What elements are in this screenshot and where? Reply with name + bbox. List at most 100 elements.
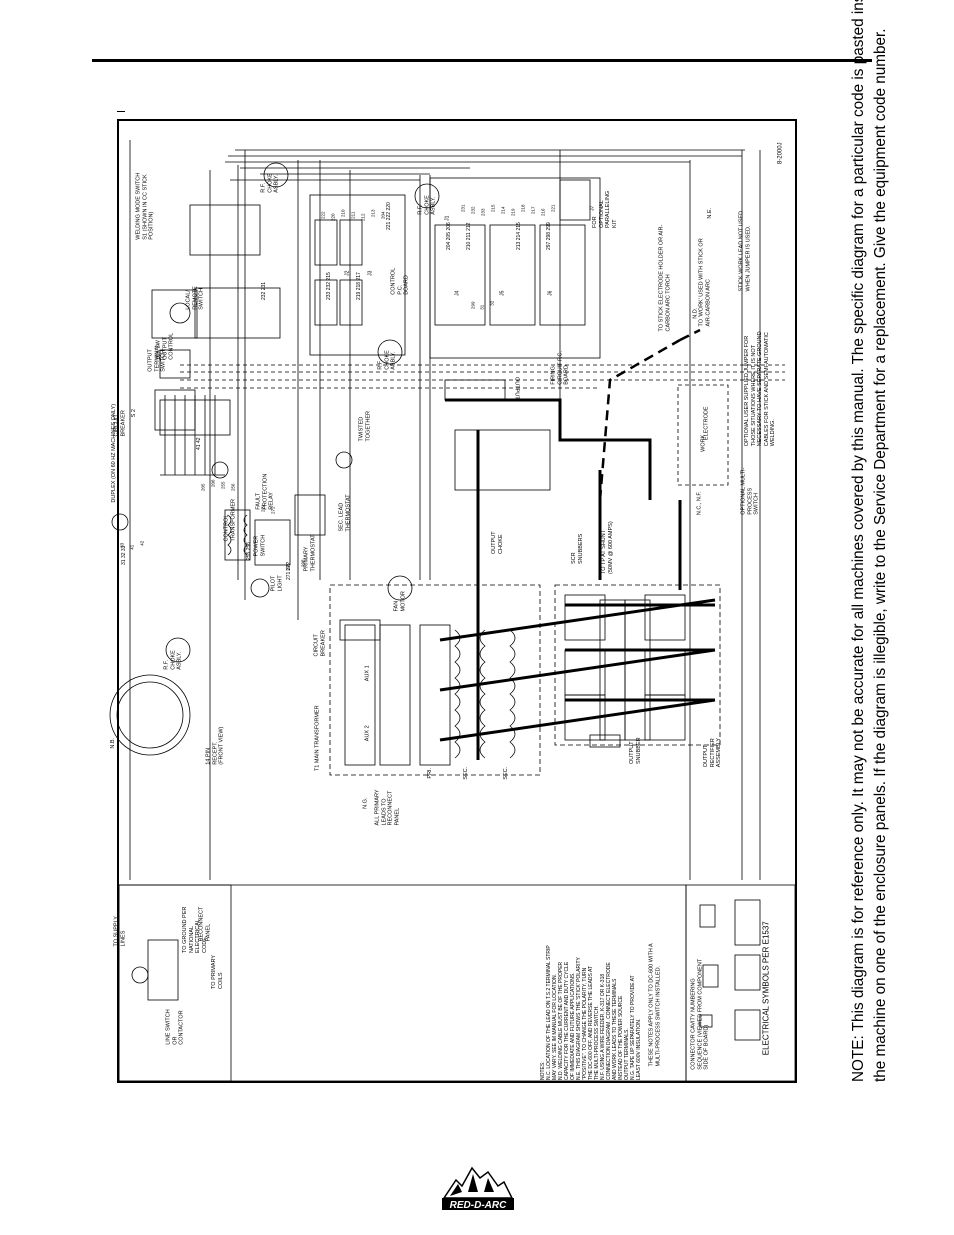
label-code: 8-2000J	[777, 142, 784, 165]
logo-text: RED-D-ARC	[450, 1200, 507, 1211]
label-aux2: AUX 2	[364, 725, 371, 742]
label-duplex: DUPLEX (ON 60 HZ MACHINES ONLY)	[111, 403, 118, 503]
wire-number: 219	[510, 208, 516, 217]
wire-number: 232	[470, 206, 476, 215]
wire-number: 206	[210, 479, 216, 488]
label-output-rectifier: OUTPUT RECTIFIER ASSEMBLY	[702, 738, 722, 768]
label-fan-motor: FAN MOTOR	[393, 591, 407, 612]
red-d-arc-logo: RED-D-ARC	[440, 1162, 516, 1214]
wire-number: 298	[300, 559, 306, 568]
wire-number: 272	[270, 506, 276, 515]
wire-number: 32	[489, 300, 495, 306]
logo-mountain-icon: RED-D-ARC	[442, 1166, 514, 1211]
svg-text:41 42: 41 42	[196, 437, 202, 450]
svg-text:255 256: 255 256	[246, 542, 252, 560]
label-ne: N.E.	[707, 207, 714, 219]
label-nd: N.D.	[692, 307, 699, 319]
label-s2: S 2	[130, 409, 137, 418]
connector-label: J1	[444, 215, 451, 221]
label-to-stick: TO STICK ELECTRODE HOLDER OR AIR-CARBON …	[658, 224, 672, 332]
notes-rot: NOTES:N.C. LOCATION OF THE LEAD ON T.S.2…	[540, 900, 642, 1080]
wire-number: 42	[139, 540, 145, 546]
label-twisted: TWISTED TOGETHER	[358, 411, 372, 442]
svg-text:233 232 215: 233 232 215	[326, 272, 332, 300]
label-rf-choke-top: R.F. CHOKE ASBLY.	[260, 173, 280, 193]
label-control-transformer: CONTROL TRANSFORMER	[223, 499, 237, 542]
label-scr-snubbers: SCR SNUBBERS	[571, 533, 584, 564]
label-line-switch: LINE SWITCH OR CONTACTOR	[165, 1009, 185, 1045]
svg-text:232 231: 232 231	[261, 282, 267, 300]
diagram-frame	[117, 119, 797, 1083]
wire-number: 210	[340, 209, 346, 218]
svg-text:31 32 33: 31 32 33	[121, 545, 127, 565]
label-sec1: SEC.	[463, 766, 470, 780]
label-output-snubber: OUTPUT SNUBBER	[629, 737, 642, 764]
label-power-switch: POWER SWITCH	[253, 534, 267, 557]
wire-number: 31	[479, 304, 485, 310]
wire-number: 220	[330, 213, 336, 222]
label-pri: PRI.	[427, 767, 434, 779]
wire-number: 299	[470, 301, 476, 310]
label-to-work: TO 'WORK' USED WITH STICK OR AIR-CARBON …	[698, 238, 712, 327]
wire-number: 297	[285, 563, 291, 572]
top-rule	[92, 59, 872, 62]
label-local-remote: LOCAL/ REMOTE SWITCH	[185, 286, 205, 310]
label-t1-main: T1 MAIN TRANSFORMER	[314, 705, 321, 772]
wire-number: 271	[260, 504, 266, 513]
svg-text:210 211 212: 210 211 212	[466, 222, 472, 250]
label-control-10k: 10K 2W OUTPUT CONTROL	[155, 332, 175, 360]
wire-number: 204	[380, 211, 386, 220]
wire-number: 256	[230, 483, 236, 492]
connector-label: J5	[499, 290, 506, 296]
connector-label: J7	[589, 205, 596, 211]
wire-number: 255	[220, 481, 226, 490]
label-rf-choke-mid: R.F. CHOKE ASBLY.	[417, 195, 437, 215]
svg-text:204 205 206: 204 205 206	[446, 222, 452, 250]
label-sec2: SEC.	[503, 766, 510, 780]
svg-text:297 298 299: 297 298 299	[546, 222, 552, 250]
reference-note-line-1: NOTE: This diagram is for reference only…	[850, 0, 867, 1082]
note-line: LEAST 600V INSULATION.	[636, 1018, 642, 1080]
label-reconnect-panel: RECONNECT PANEL	[198, 906, 212, 942]
label-paralleling-kit: FOR OPTIONAL PARALLELING KIT	[592, 190, 618, 228]
svg-text:213 214 215: 213 214 215	[516, 222, 522, 250]
label-receptacle: 14 PIN RECEPT. (FRONT VIEW)	[205, 726, 225, 765]
svg-text:271 272: 271 272	[286, 562, 292, 580]
wire-number: 211	[350, 211, 356, 219]
label-nb: N.B.	[110, 737, 117, 749]
label-all-primary: ALL PRIMARY LEADS TO RECONNECT PANEL	[374, 789, 401, 826]
label-work: WORK	[700, 434, 707, 452]
notes-list: NOTES:N.C. LOCATION OF THE LEAD ON T.S.2…	[540, 900, 642, 1080]
label-to-primary-coils: TO PRIMARY COILS	[211, 955, 224, 989]
wire-number: 212	[360, 213, 366, 222]
svg-text:221 222 220: 221 222 220	[386, 202, 392, 230]
wire-number: 221	[550, 204, 556, 213]
connector-label: J4	[454, 290, 461, 296]
label-shunt: TO TP AT SHUNT (50MV @ 600 AMPS)	[601, 521, 614, 574]
wire-number: 213	[370, 209, 376, 218]
wire-number: 215	[490, 204, 496, 213]
wire-number: 216	[540, 208, 546, 217]
label-sec-lead-thermostat: SEC. LEAD THERMOSTAT	[338, 494, 352, 532]
label-control-board: CONTROL P.C. BOARD	[390, 268, 410, 295]
reference-note-line-2: the machine on one of the enclosure pane…	[872, 28, 889, 1082]
wire-number: 217	[530, 206, 536, 215]
connector-label: J3	[367, 270, 374, 276]
label-circuit-breaker-mid: CIRCUIT BREAKER	[313, 630, 327, 657]
label-rf-choke-mid2: R.F. CHOKE ASBLY.	[377, 350, 397, 370]
label-output-choke: OUTPUT CHOKE	[491, 531, 504, 554]
label-nc-nf: N.C., N.F.	[696, 491, 703, 516]
label-optional-jumper: OPTIONAL USER SUPPLIED JUMPER FOR THOSE …	[743, 331, 776, 447]
svg-text:219 218 217: 219 218 217	[356, 272, 362, 300]
connector-label: J6	[547, 290, 554, 296]
notes-block: NOTES:N.C. LOCATION OF THE LEAD ON T.S.2…	[540, 900, 720, 1080]
wire-number: 222	[320, 211, 326, 220]
label-symbols: ELECTRICAL SYMBOLS PER E1537	[761, 921, 771, 1056]
label-to-supply: TO SUPPLY LINES	[113, 916, 127, 947]
wire-number: 33	[119, 542, 125, 548]
label-multi-process: OPTIONAL MULTI-PROCESS SWITCH	[740, 467, 760, 515]
label-welding-mode: WELDING MODE SWITCH S1 (SHOWN IN CC STIC…	[135, 172, 155, 240]
reference-note: NOTE: This diagram is for reference only…	[810, 0, 930, 1082]
wire-number: 233	[480, 208, 486, 217]
